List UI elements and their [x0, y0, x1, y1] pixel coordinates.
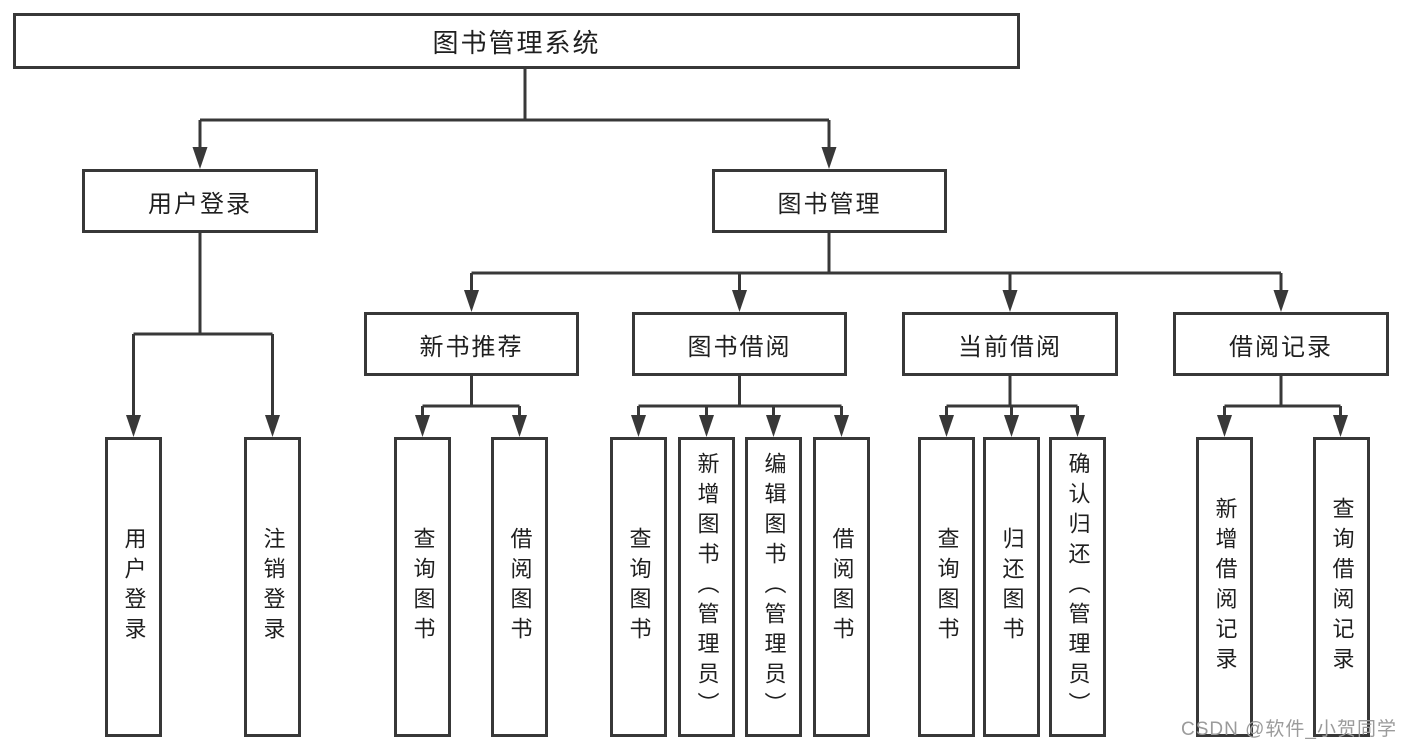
leaf-borrow-query-books: 查询图书 [610, 437, 667, 737]
node-book-borrow: 图书借阅 [632, 312, 847, 376]
connector-new-book-to-leaves [421, 376, 521, 417]
leaf-record-add-borrow-record: 新增借阅记录 [1196, 437, 1253, 737]
node-label: 图书借阅 [687, 333, 792, 361]
node-label: 图书管理 [777, 190, 882, 218]
node-borrow-record: 借阅记录 [1173, 312, 1389, 376]
leaf-current-return-books: 归还图书 [983, 437, 1040, 737]
arrow-down-icon [1273, 290, 1289, 312]
arrow-down-icon [265, 415, 280, 437]
node-label: 新书推荐 [419, 333, 524, 361]
arrow-down-icon [1004, 415, 1019, 437]
arrow-down-icon [1333, 415, 1348, 437]
node-label: 归还图书 [999, 527, 1025, 647]
node-book-management: 图书管理 [712, 169, 947, 233]
arrow-down-icon [464, 290, 479, 312]
node-new-book-recommend: 新书推荐 [364, 312, 579, 376]
node-user-login: 用户登录 [82, 169, 318, 233]
connector-root-to-level2 [198, 69, 831, 149]
node-label: 图书管理系统 [432, 27, 601, 58]
arrow-down-icon [699, 415, 714, 437]
node-label: 借阅图书 [829, 527, 855, 647]
leaf-logout: 注销登录 [244, 437, 301, 737]
arrow-down-icon [415, 415, 430, 437]
leaf-newbook-borrow-books: 借阅图书 [491, 437, 548, 737]
arrow-down-icon [631, 415, 646, 437]
arrow-down-icon [732, 290, 747, 312]
leaf-newbook-query-books: 查询图书 [394, 437, 451, 737]
connector-book-borrow-to-leaves [637, 376, 843, 417]
leaf-current-confirm-return-admin: 确认归还（管理员） [1049, 437, 1106, 737]
node-label: 用户登录 [148, 190, 252, 218]
node-label: 借阅图书 [507, 527, 533, 647]
leaf-user-login: 用户登录 [105, 437, 162, 737]
node-current-borrow: 当前借阅 [902, 312, 1118, 376]
arrow-down-icon [512, 415, 527, 437]
node-label: 确认归还（管理员） [1065, 452, 1091, 722]
arrow-down-icon [834, 415, 849, 437]
node-label: 查询图书 [934, 527, 960, 647]
arrow-down-icon [192, 147, 208, 169]
node-label: 新增借阅记录 [1212, 497, 1238, 677]
arrow-down-icon [939, 415, 954, 437]
node-label: 用户登录 [121, 527, 147, 647]
node-label: 当前借阅 [958, 333, 1062, 361]
arrow-down-icon [1217, 415, 1232, 437]
arrow-down-icon [766, 415, 781, 437]
arrow-down-icon [126, 415, 141, 437]
leaf-borrow-add-books-admin: 新增图书（管理员） [678, 437, 735, 737]
leaf-borrow-borrow-books: 借阅图书 [813, 437, 870, 737]
node-root-system: 图书管理系统 [13, 13, 1020, 69]
arrow-down-icon [1070, 415, 1085, 437]
node-label: 注销登录 [260, 527, 286, 647]
leaf-borrow-edit-books-admin: 编辑图书（管理员） [745, 437, 802, 737]
node-label: 查询图书 [410, 527, 436, 647]
arrow-down-icon [821, 147, 837, 169]
leaf-current-query-books: 查询图书 [918, 437, 975, 737]
connector-user-login-to-leaves [132, 233, 274, 417]
watermark: CSDN @软件_小贺同学 [1181, 719, 1397, 740]
connector-current-borrow-to-leaves [945, 376, 1079, 417]
connector-borrow-record-to-leaves [1223, 376, 1342, 417]
node-label: 新增图书（管理员） [694, 452, 720, 722]
arrow-down-icon [1002, 290, 1018, 312]
node-label: 查询图书 [626, 527, 652, 647]
connector-book-management-to-level3 [470, 233, 1283, 292]
node-label: 查询借阅记录 [1329, 497, 1355, 677]
arrowheads [126, 147, 1348, 437]
node-label: 编辑图书（管理员） [761, 452, 787, 722]
node-label: 借阅记录 [1229, 333, 1333, 361]
leaf-record-query-borrow-record: 查询借阅记录 [1313, 437, 1370, 737]
